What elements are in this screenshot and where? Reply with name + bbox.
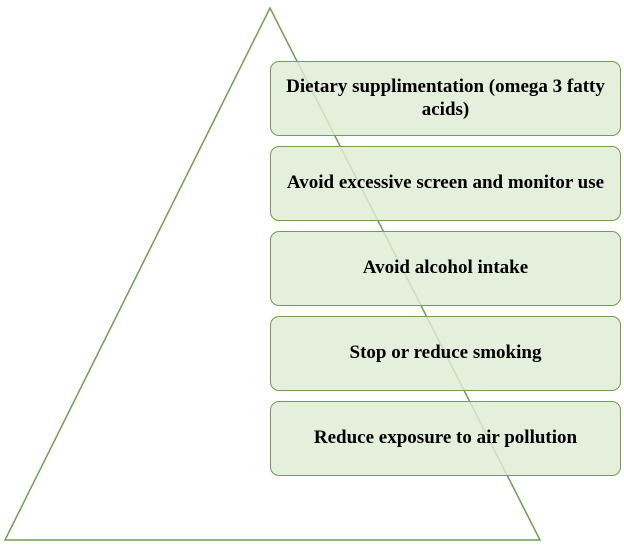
level-label-2: Avoid excessive screen and monitor use (286, 172, 605, 194)
level-label-4: Stop or reduce smoking (349, 342, 542, 364)
level-box-2: Avoid excessive screen and monitor use (270, 146, 621, 221)
level-box-4: Stop or reduce smoking (270, 316, 621, 391)
level-box-1: Dietary supplimentation (omega 3 fatty a… (270, 61, 621, 136)
level-box-5: Reduce exposure to air pollution (270, 401, 621, 476)
level-label-1: Dietary supplimentation (omega 3 fatty a… (286, 75, 605, 120)
level-label-5: Reduce exposure to air pollution (313, 427, 578, 449)
level-box-3: Avoid alcohol intake (270, 231, 621, 306)
level-label-3: Avoid alcohol intake (362, 257, 529, 279)
